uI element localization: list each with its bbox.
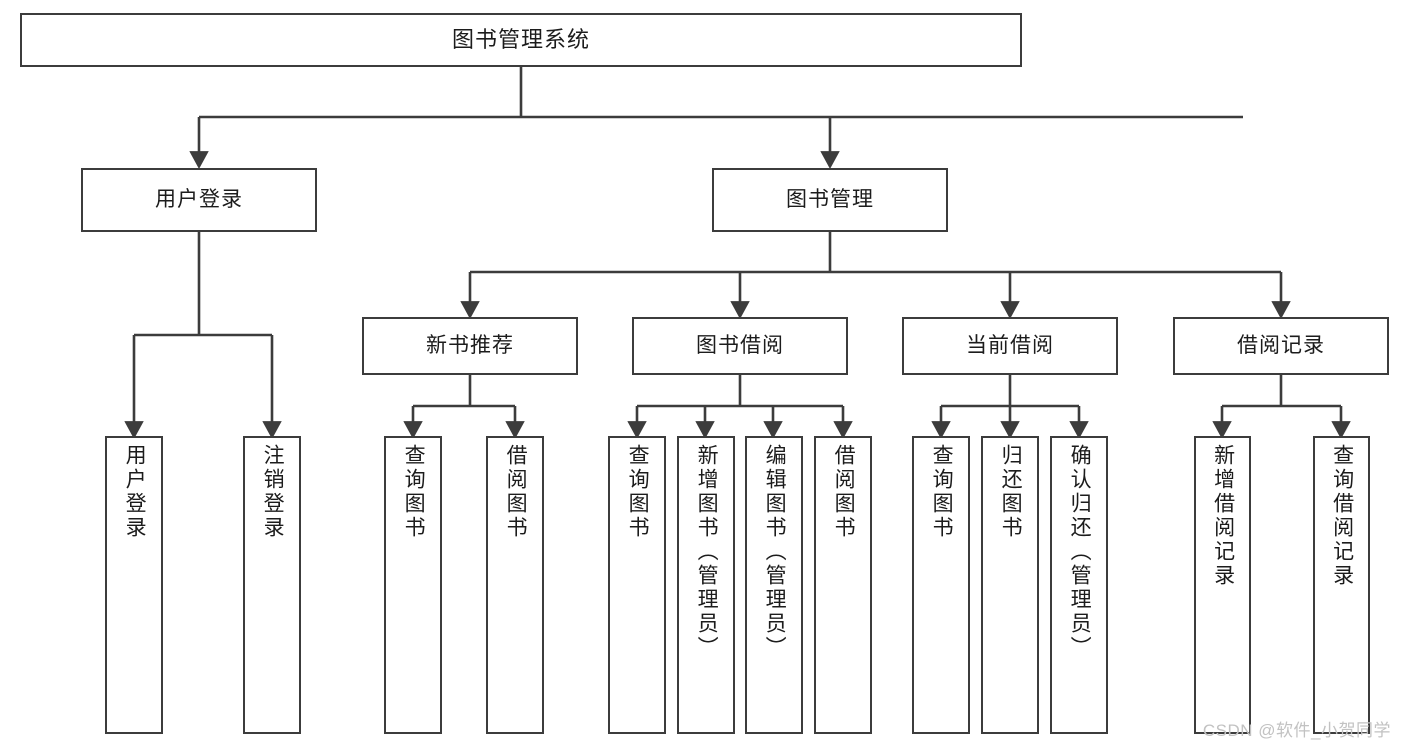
leaf-borrow-edit-book-label: 编辑图书（管理员） bbox=[763, 444, 787, 660]
leaf-borrow-borrow-book-label: 借阅图书 bbox=[832, 444, 856, 540]
leaf-borrow-add-book-label: 新增图书（管理员） bbox=[695, 444, 719, 660]
leaf-current-confirm-return-label: 确认归还（管理员） bbox=[1068, 444, 1092, 660]
leaf-current-confirm-return[interactable]: 确认归还（管理员） bbox=[1050, 436, 1108, 734]
node-book-management-label: 图书管理 bbox=[786, 188, 874, 212]
leaf-user-login-logout[interactable]: 注销登录 bbox=[243, 436, 301, 734]
leaf-record-add-record-label: 新增借阅记录 bbox=[1211, 444, 1235, 588]
node-new-book-recommend-label: 新书推荐 bbox=[426, 334, 514, 358]
leaf-borrow-query-book[interactable]: 查询图书 bbox=[608, 436, 666, 734]
leaf-record-query-record[interactable]: 查询借阅记录 bbox=[1313, 436, 1370, 734]
node-current-borrow[interactable]: 当前借阅 bbox=[902, 317, 1118, 375]
node-borrow-record-label: 借阅记录 bbox=[1237, 334, 1325, 358]
node-user-login[interactable]: 用户登录 bbox=[81, 168, 317, 232]
leaf-recommend-query-book[interactable]: 查询图书 bbox=[384, 436, 442, 734]
leaf-record-add-record[interactable]: 新增借阅记录 bbox=[1194, 436, 1251, 734]
leaf-user-login-logout-label: 注销登录 bbox=[261, 444, 285, 540]
leaf-recommend-borrow-book[interactable]: 借阅图书 bbox=[486, 436, 544, 734]
leaf-borrow-query-book-label: 查询图书 bbox=[626, 444, 650, 540]
leaf-current-query-book[interactable]: 查询图书 bbox=[912, 436, 970, 734]
node-current-borrow-label: 当前借阅 bbox=[966, 334, 1054, 358]
node-borrow-record[interactable]: 借阅记录 bbox=[1173, 317, 1389, 375]
node-user-login-label: 用户登录 bbox=[155, 188, 243, 212]
leaf-borrow-add-book[interactable]: 新增图书（管理员） bbox=[677, 436, 735, 734]
node-book-borrow[interactable]: 图书借阅 bbox=[632, 317, 848, 375]
leaf-borrow-edit-book[interactable]: 编辑图书（管理员） bbox=[745, 436, 803, 734]
leaf-current-return-book[interactable]: 归还图书 bbox=[981, 436, 1039, 734]
leaf-borrow-borrow-book[interactable]: 借阅图书 bbox=[814, 436, 872, 734]
node-book-management[interactable]: 图书管理 bbox=[712, 168, 948, 232]
leaf-current-query-book-label: 查询图书 bbox=[930, 444, 954, 540]
node-new-book-recommend[interactable]: 新书推荐 bbox=[362, 317, 578, 375]
watermark: CSDN @软件_小贺同学 bbox=[1202, 721, 1391, 740]
leaf-current-return-book-label: 归还图书 bbox=[999, 444, 1023, 540]
node-root[interactable]: 图书管理系统 bbox=[20, 13, 1022, 67]
leaf-user-login-login[interactable]: 用户登录 bbox=[105, 436, 163, 734]
leaf-recommend-query-book-label: 查询图书 bbox=[402, 444, 426, 540]
leaf-user-login-login-label: 用户登录 bbox=[123, 444, 147, 540]
leaf-recommend-borrow-book-label: 借阅图书 bbox=[504, 444, 528, 540]
leaf-record-query-record-label: 查询借阅记录 bbox=[1330, 444, 1354, 588]
node-root-label: 图书管理系统 bbox=[451, 26, 590, 52]
node-book-borrow-label: 图书借阅 bbox=[696, 334, 784, 358]
